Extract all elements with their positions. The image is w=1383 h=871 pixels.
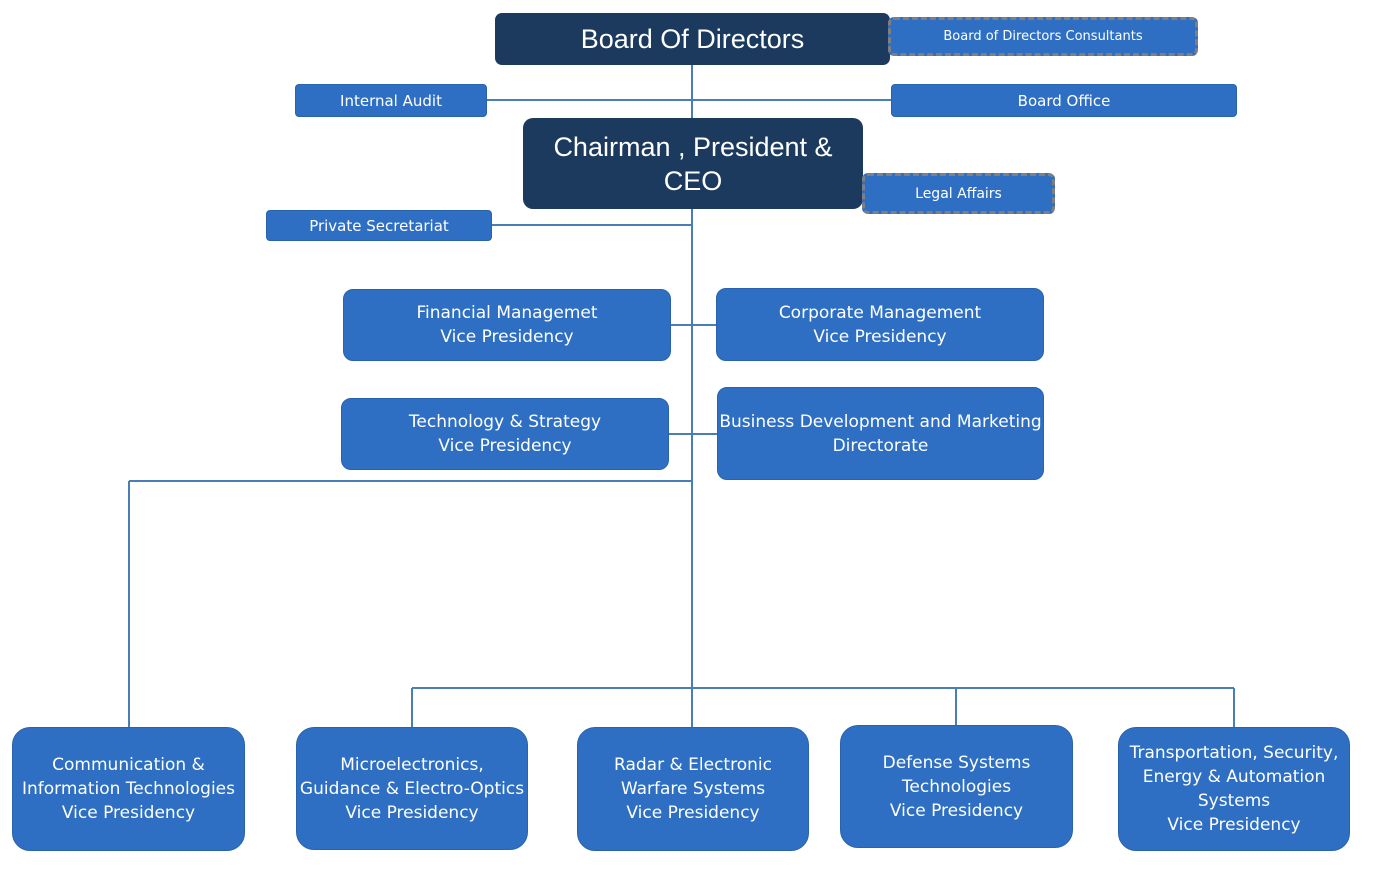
board-consultants-box: Board of Directors Consultants: [888, 17, 1198, 56]
internal-audit-box: Internal Audit: [295, 84, 487, 117]
communication-it-vp-box: Communication & Information Technologies…: [12, 727, 245, 851]
radar-ew-vp-box: Radar & Electronic Warfare Systems Vice …: [577, 727, 809, 851]
transportation-security-vp-box: Transportation, Security, Energy & Autom…: [1118, 727, 1350, 851]
legal-affairs-box: Legal Affairs: [862, 173, 1055, 214]
defense-systems-vp-box: Defense Systems Technologies Vice Presid…: [840, 725, 1073, 848]
board-of-directors-box: Board Of Directors: [495, 13, 890, 65]
business-development-directorate-box: Business Development and Marketing Direc…: [717, 387, 1044, 480]
financial-management-vp-box: Financial Managemet Vice Presidency: [343, 289, 671, 361]
corporate-management-vp-box: Corporate Management Vice Presidency: [716, 288, 1044, 361]
board-office-box: Board Office: [891, 84, 1237, 117]
chairman-ceo-box: Chairman , President & CEO: [523, 118, 863, 209]
private-secretariat-box: Private Secretariat: [266, 210, 492, 241]
technology-strategy-vp-box: Technology & Strategy Vice Presidency: [341, 398, 669, 470]
microelectronics-vp-box: Microelectronics, Guidance & Electro-Opt…: [296, 727, 528, 850]
